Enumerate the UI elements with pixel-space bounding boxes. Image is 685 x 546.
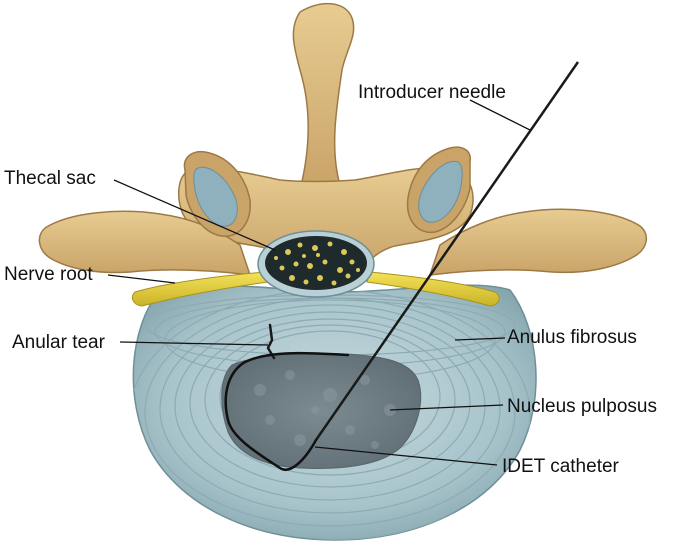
label-thecal-sac: Thecal sac bbox=[4, 168, 96, 189]
leader-nucleus-pulposus bbox=[389, 404, 504, 411]
label-introducer-needle: Introducer needle bbox=[358, 82, 506, 103]
label-idet-catheter: IDET catheter bbox=[502, 456, 620, 477]
left-transverse-process bbox=[38, 210, 252, 276]
label-nucleus-pulposus: Nucleus pulposus bbox=[507, 396, 657, 417]
nucleus-texture bbox=[254, 370, 396, 449]
idet-catheter-line bbox=[224, 351, 350, 471]
left-nerve-root bbox=[131, 271, 269, 307]
leader-idet-catheter bbox=[314, 446, 498, 466]
leader-nerve-root bbox=[107, 274, 176, 284]
anular-tear-mark bbox=[266, 323, 276, 360]
label-nerve-root: Nerve root bbox=[4, 264, 93, 285]
leader-lines bbox=[107, 99, 531, 466]
leader-anulus-fibrosus bbox=[454, 337, 506, 341]
leader-anular-tear bbox=[119, 341, 269, 346]
leader-thecal-sac bbox=[113, 179, 276, 251]
label-anular-tear: Anular tear bbox=[12, 332, 106, 353]
spinous-process bbox=[292, 2, 355, 191]
label-anulus-fibrosus: Anulus fibrosus bbox=[507, 327, 637, 348]
introducer-needle-line bbox=[314, 61, 580, 441]
cauda-equina-dots bbox=[274, 241, 360, 286]
left-facet bbox=[193, 166, 238, 227]
leader-introducer-needle bbox=[469, 99, 531, 131]
right-nerve-root bbox=[366, 271, 500, 307]
right-transverse-process bbox=[428, 208, 647, 276]
right-facet bbox=[418, 160, 463, 223]
